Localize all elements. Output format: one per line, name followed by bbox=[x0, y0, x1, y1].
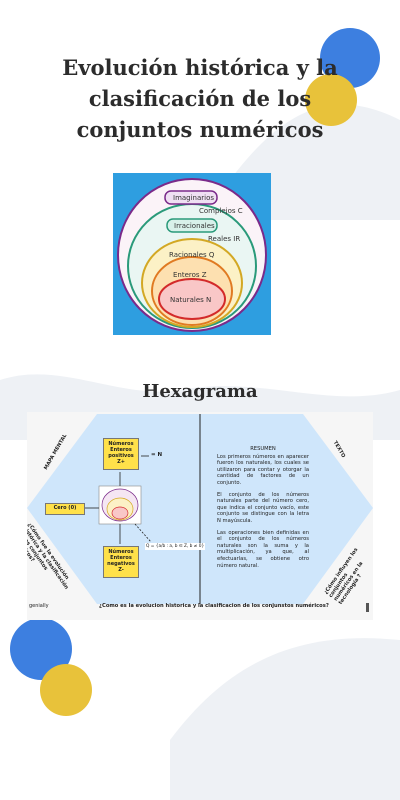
summary-title: RESUMEN bbox=[250, 446, 276, 452]
page-title: Evolución histórica y la clasificación d… bbox=[40, 52, 360, 145]
label-enteros: Enteros Z bbox=[173, 271, 207, 279]
brand-genially[interactable]: genially bbox=[29, 603, 49, 609]
number-sets-diagram: Imaginarios Complejos C Irracionales Rea… bbox=[113, 173, 271, 335]
yellow-circle-bottom bbox=[40, 664, 92, 716]
label-racionales: Racionales Q bbox=[169, 251, 215, 259]
title-line-2: clasificación de los bbox=[88, 86, 312, 111]
section-title-hexagrama: Hexagrama bbox=[142, 381, 258, 402]
formula-racionales: Q = {a/b : a, b ∈ Z, b ≠ 0} bbox=[145, 543, 206, 550]
summary-text: RESUMEN Los primeros números en aparecer… bbox=[217, 446, 309, 574]
label-complejos: Complejos C bbox=[199, 207, 243, 215]
yellow-circle-top bbox=[305, 74, 357, 126]
label-naturales: Naturales N bbox=[170, 296, 212, 304]
box-cero: Cero (0) bbox=[45, 503, 85, 515]
number-sets-svg bbox=[117, 178, 267, 332]
label-imaginarios: Imaginarios bbox=[173, 194, 215, 202]
hexagram-shape bbox=[27, 414, 373, 612]
summary-paragraph-2: El conjunto de los números naturales par… bbox=[217, 491, 309, 524]
label-reales: Reales IR bbox=[208, 235, 241, 243]
hexagram-panel: MAPA MENTAL TEXTO Números Enteros positi… bbox=[27, 412, 373, 620]
bottom-question: ¿Como es la evolucion historica y la cla… bbox=[99, 603, 329, 609]
title-line-1: Evolución histórica y la bbox=[62, 55, 338, 80]
symbol-equals-n: = N bbox=[151, 452, 163, 458]
label-irracionales: Irracionales bbox=[174, 222, 215, 230]
box-enteros-negativos: Números Enteros negativos Z- bbox=[103, 546, 139, 578]
box-enteros-positivos: Números Enteros positivos Z+ bbox=[103, 438, 139, 470]
summary-paragraph-3: Las operaciones bien definidas en el con… bbox=[217, 529, 309, 569]
summary-paragraph-1: Los primeros números en aparecer fueron … bbox=[217, 453, 309, 486]
title-line-3: conjuntos numéricos bbox=[76, 117, 324, 142]
